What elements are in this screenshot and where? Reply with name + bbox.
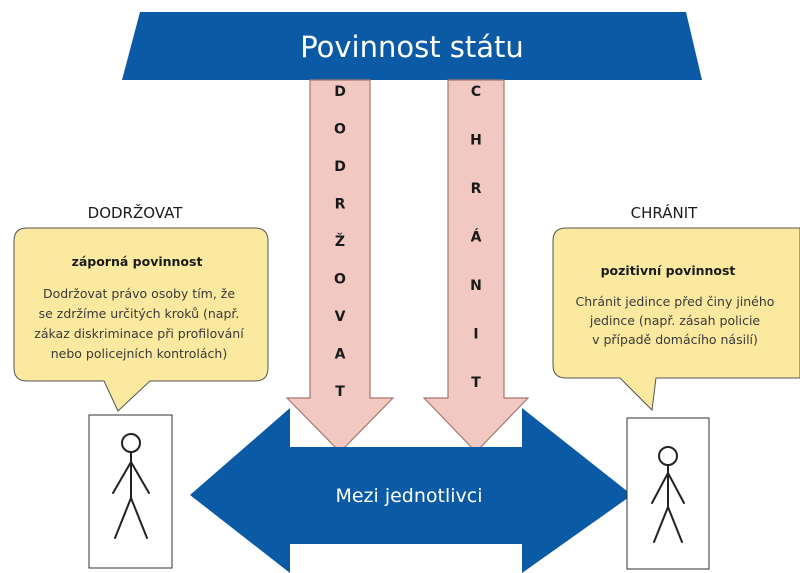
banner-shape xyxy=(122,12,702,80)
chranit-letter: R xyxy=(471,181,482,197)
dodrzovat-arrow xyxy=(285,79,395,453)
chranit-letter: N xyxy=(470,278,482,294)
stick-figure-icon xyxy=(651,446,685,543)
left-bubble-line: zákaz diskriminace při profilování xyxy=(34,326,244,341)
left-bubble-line: nebo policejních kontrolách) xyxy=(51,346,227,361)
left-bubble-line: se zdržíme určitých kroků (např. xyxy=(39,306,240,321)
left-heading: DODRŽOVAT xyxy=(88,203,184,222)
chranit-letter: I xyxy=(473,327,478,343)
right-person-figure xyxy=(626,417,710,570)
right-bubble-line: v případě domácího násilí) xyxy=(592,332,758,347)
right-speech-bubble xyxy=(552,227,800,412)
right-bubble-line: jedince (např. zásah policie xyxy=(589,313,761,328)
chranit-letter: C xyxy=(471,84,481,100)
dodrzovat-letter: A xyxy=(335,347,346,363)
chranit-arrow xyxy=(422,79,530,453)
dodrzovat-letter: D xyxy=(334,84,346,100)
dodrzovat-letter: T xyxy=(335,384,345,400)
right-bubble-title: pozitivní povinnost xyxy=(601,263,736,278)
chranit-letter: H xyxy=(470,133,482,149)
dodrzovat-letter: V xyxy=(335,309,346,325)
dodrzovat-letter: R xyxy=(335,197,346,213)
chranit-letter: T xyxy=(471,375,481,391)
left-person-figure xyxy=(88,414,173,569)
dodrzovat-letter: O xyxy=(334,272,346,288)
stick-figure-icon xyxy=(112,433,150,539)
chranit-letters: C H R Á N I T xyxy=(470,84,482,391)
right-bubble-text: Chránit jedince před činy jiného jedince … xyxy=(576,294,775,347)
dodrzovat-letters: D O D R Ž O V A T xyxy=(334,84,346,400)
double-arrow-label: Mezi jednotlivci xyxy=(335,485,482,507)
dodrzovat-letter: O xyxy=(334,122,346,138)
left-bubble-title: záporná povinnost xyxy=(72,254,203,269)
left-bubble-line: Dodržovat právo osoby tím, že xyxy=(43,286,235,301)
banner-title: Povinnost státu xyxy=(300,30,524,64)
chranit-letter: Á xyxy=(471,229,482,246)
dodrzovat-letter: Ž xyxy=(335,233,345,250)
right-heading: CHRÁNIT xyxy=(631,203,698,222)
left-speech-bubble xyxy=(13,227,269,412)
right-bubble-line: Chránit jedince před činy jiného xyxy=(576,294,775,309)
dodrzovat-letter: D xyxy=(334,159,346,175)
left-bubble-text: Dodržovat právo osoby tím, že se zdržíme … xyxy=(34,286,244,361)
double-arrow xyxy=(190,408,632,573)
